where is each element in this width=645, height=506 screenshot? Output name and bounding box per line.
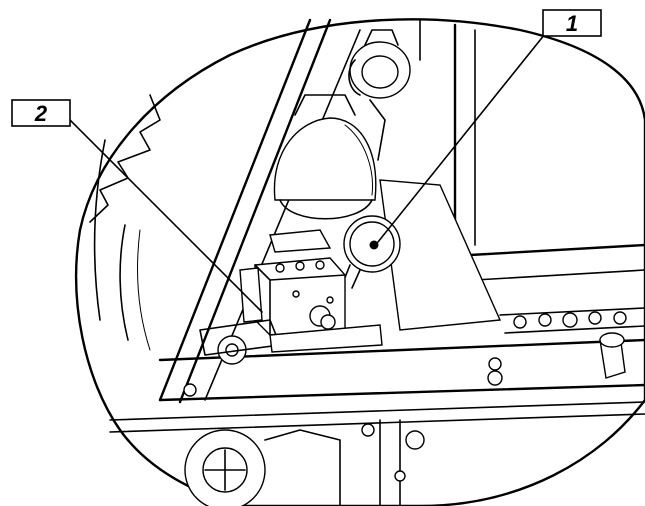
accumulator — [273, 94, 377, 220]
callout-2: 2 — [11, 99, 71, 127]
valve-block — [239, 229, 346, 336]
chain-drive — [468, 243, 645, 379]
wheel-tread — [89, 94, 161, 351]
hydraulic-coupling — [348, 29, 411, 161]
motor-housing — [184, 419, 425, 506]
lower-frame-rail — [109, 338, 645, 433]
callout-2-label: 2 — [34, 101, 48, 126]
mounting-plate — [269, 324, 383, 353]
frame-beams — [158, 18, 476, 404]
pivot-sprocket — [199, 319, 281, 365]
callout-1-label: 1 — [566, 11, 578, 36]
callout-1: 1 — [542, 9, 602, 37]
pressure-gauge — [341, 179, 502, 331]
leader-line-1 — [377, 33, 546, 243]
leader-line-2 — [67, 117, 263, 313]
